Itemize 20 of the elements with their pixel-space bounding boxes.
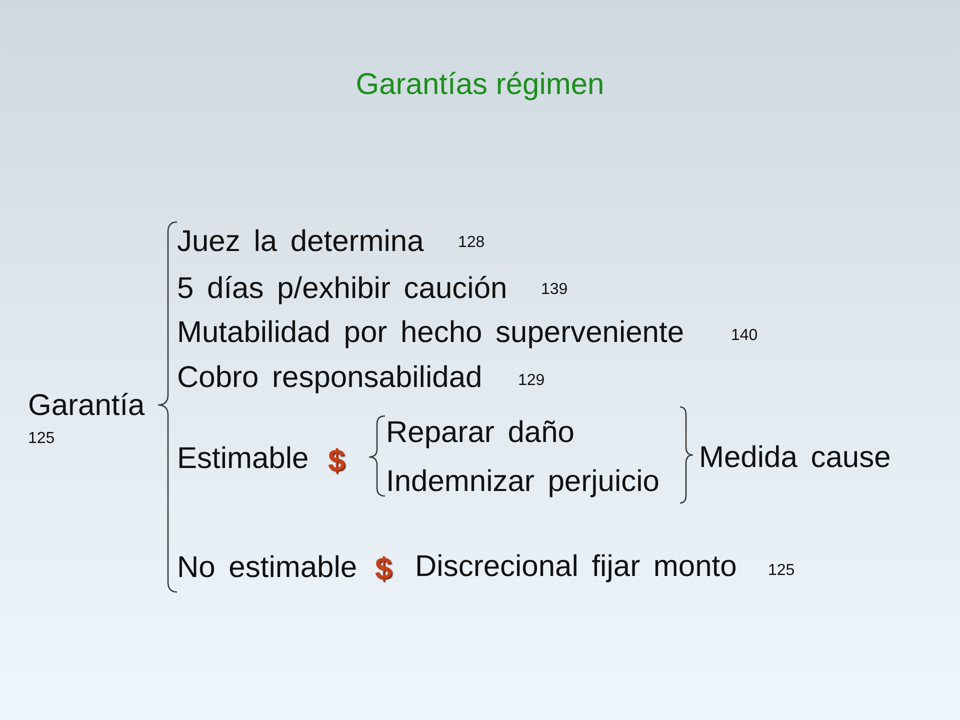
title: Garantías régimen: [354, 70, 606, 100]
article-number: 125: [28, 431, 55, 447]
item-text: Reparar daño: [386, 418, 574, 448]
item-text: Medida cause: [699, 443, 891, 473]
item-text: Estimable: [177, 444, 309, 474]
item-text: Discrecional fijar monto: [415, 552, 737, 582]
article-number: 140: [731, 328, 758, 344]
item-text: Cobro responsabilidad: [177, 363, 482, 393]
article-number: 128: [458, 235, 485, 251]
dollar-sign: $: [328, 445, 346, 476]
item-text: No estimable: [177, 553, 358, 583]
dollar-sign: $: [375, 553, 392, 584]
item-text: Indemnizar perjuicio: [386, 467, 660, 497]
item-text: 5 días p/exhibir caución: [177, 274, 508, 304]
item-text: Juez la determina: [177, 227, 424, 257]
article-number: 125: [768, 563, 795, 579]
item-text: Mutabilidad por hecho superveniente: [177, 318, 684, 348]
category-label: Garantía: [28, 391, 145, 421]
article-number: 139: [541, 282, 568, 298]
article-number: 129: [518, 373, 545, 389]
